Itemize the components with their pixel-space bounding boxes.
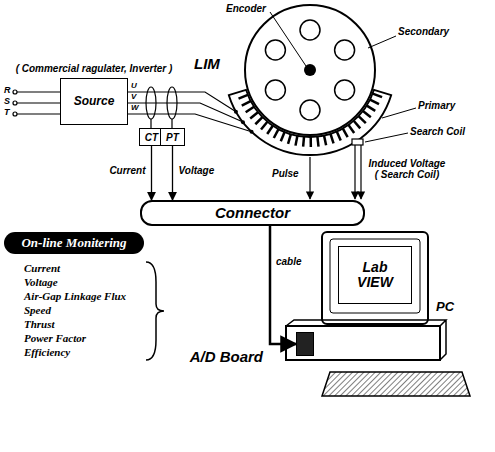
edge-label: cable: [275, 256, 303, 267]
part-label: Pulse: [272, 168, 299, 179]
node-label: Lab VIEW: [353, 260, 397, 291]
phase-label: W: [131, 104, 139, 113]
node-label: PT: [166, 132, 179, 143]
primary-slot: [359, 116, 366, 123]
bracket: [146, 262, 164, 360]
primary-slot: [250, 112, 258, 118]
primary-slot: [330, 134, 333, 144]
primary-slot: [281, 132, 285, 141]
signal-wires: [310, 145, 361, 199]
signal-connector: [151, 146, 152, 200]
monitored-quantity: Air-Gap Linkage Flux: [24, 290, 126, 302]
part-label: Induced Voltage ( Search Coil): [366, 158, 448, 180]
screen-box: Lab VIEW: [338, 246, 412, 304]
phase-label: T: [4, 108, 10, 118]
edge-label: Voltage: [178, 165, 216, 176]
source-wiring: [13, 87, 252, 132]
node-label: Connector: [215, 205, 290, 222]
node-label: CT: [145, 132, 158, 143]
part-label: Secondary: [398, 26, 449, 37]
ad-board-card: A/D Board: [296, 332, 314, 356]
phase-label: S: [4, 97, 10, 107]
source-box: ( Commercial ragulater, Inverter )Source: [60, 78, 128, 125]
primary-slot: [267, 126, 273, 134]
phase-label: V: [131, 93, 136, 102]
part-label: PC: [436, 300, 454, 314]
monitored-quantity: Efficiency: [24, 346, 70, 358]
node-label: On-line Monitering: [21, 236, 126, 250]
monitored-quantity: Thrust: [24, 318, 55, 330]
monitoring-banner: On-line Monitering: [4, 232, 144, 254]
primary-slot: [343, 128, 348, 137]
monitored-quantity: Current: [24, 262, 60, 274]
phase-label: R: [4, 86, 11, 96]
primary-slot: [302, 137, 305, 147]
phase-label: U: [131, 82, 137, 91]
monitored-quantity: Power Factor: [24, 332, 86, 344]
part-label: Search Coil: [410, 126, 465, 137]
terminal: [241, 120, 245, 124]
edge-label: Current: [108, 165, 146, 176]
primary-slot: [255, 117, 262, 124]
primary-slot: [239, 95, 248, 99]
primary-slot: [246, 107, 254, 112]
pc-drawing: [286, 232, 470, 396]
node-heading: A/D Board: [190, 349, 263, 366]
primary-core: [229, 90, 391, 155]
primary-slot: [309, 137, 312, 147]
primary-slot: [354, 121, 361, 129]
signal-connector: [172, 146, 173, 200]
search-coil: [352, 139, 363, 145]
part-label: Encoder: [226, 3, 266, 14]
pt-box: PT: [160, 128, 185, 146]
node-heading: ( Commercial ragulater, Inverter ): [16, 63, 173, 74]
primary-slot: [337, 131, 341, 140]
primary-slot: [296, 136, 298, 146]
signal-connector: [270, 226, 296, 344]
primary-slot: [324, 136, 326, 146]
leader-lines: [270, 12, 416, 142]
primary-slot: [367, 106, 375, 111]
monitored-quantity: Speed: [24, 304, 51, 316]
node-label: Source: [74, 95, 115, 108]
primary-slot: [242, 101, 251, 106]
terminal: [234, 110, 238, 114]
primary-slot: [370, 100, 379, 104]
primary-slot: [274, 129, 279, 138]
part-label: LIM: [194, 56, 220, 73]
lim-wheel: [229, 5, 391, 155]
terminal: [250, 130, 254, 134]
primary-slot: [348, 125, 354, 133]
primary-slot: [288, 134, 291, 144]
primary-slot: [373, 94, 382, 98]
primary-slot: [317, 137, 318, 147]
primary-slot: [261, 122, 267, 130]
part-label: Primary: [418, 100, 455, 111]
monitored-quantity: Voltage: [24, 276, 58, 288]
connector-box: Connector: [140, 200, 365, 226]
primary-slot: [363, 111, 371, 117]
